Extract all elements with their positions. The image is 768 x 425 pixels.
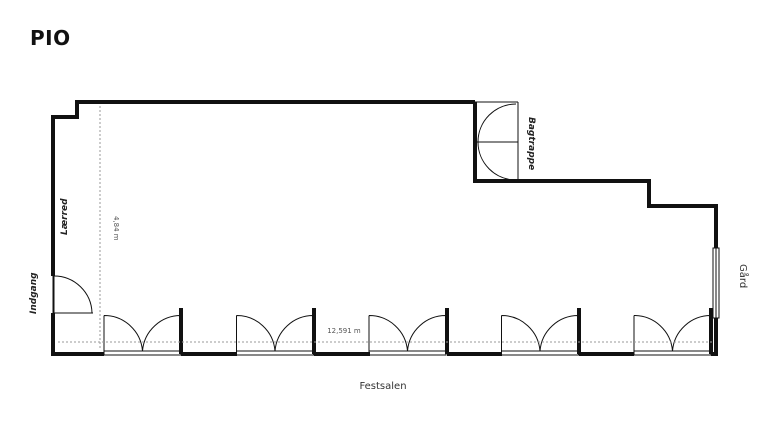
back-stairs-door[interactable]	[475, 101, 519, 181]
entrance-label: Indgang	[29, 272, 39, 314]
screen-label: Lærred	[60, 198, 70, 235]
back-stairs-wall	[473, 102, 718, 248]
entrance-door[interactable]	[52, 275, 93, 314]
width-dimension-label: 12,591 m	[327, 327, 361, 335]
french-door[interactable]	[368, 314, 447, 356]
entrance-lower-wall	[51, 313, 104, 356]
french-door[interactable]	[236, 314, 314, 356]
french-door[interactable]	[103, 314, 182, 356]
depth-dimension-label: 4,84 m	[112, 216, 120, 241]
outer-wall	[51, 100, 475, 276]
french-door[interactable]	[501, 314, 579, 356]
french-doors	[103, 314, 712, 356]
courtyard-label: Gård	[737, 264, 750, 288]
french-door[interactable]	[633, 314, 712, 356]
courtyard-window	[712, 247, 720, 319]
back-stairs-label: Bagtrappe	[526, 117, 536, 170]
hall-label: Festsalen	[359, 381, 406, 392]
front-wall-segments	[179, 308, 718, 356]
page-title: PIO	[30, 26, 71, 50]
